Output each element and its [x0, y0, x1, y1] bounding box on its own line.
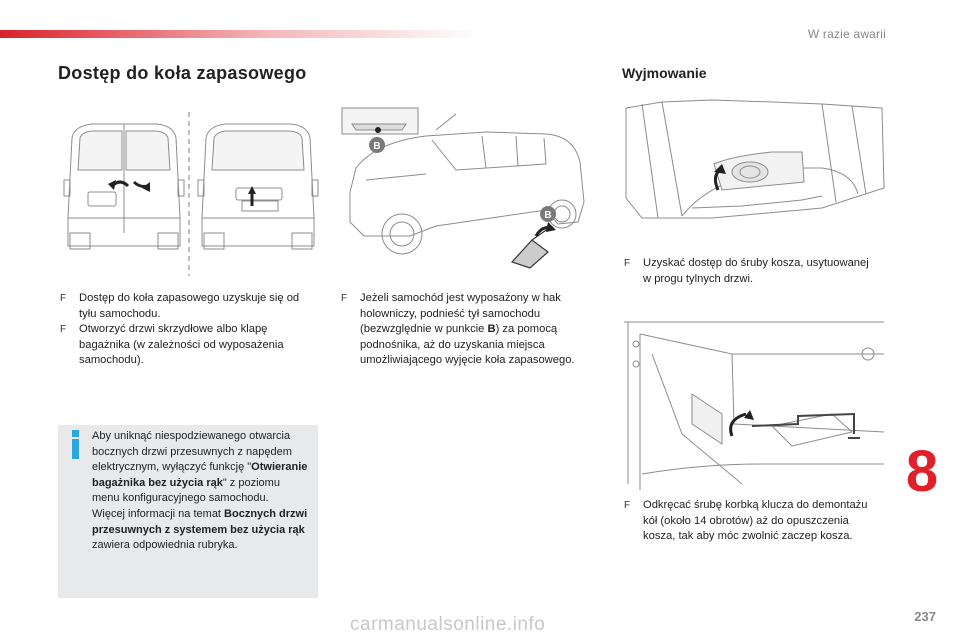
info-box: Aby uniknąć niespodziewanego otwarcia bo… [58, 425, 318, 598]
floor-screw-illustration [625, 99, 885, 219]
watermark: carmanualsonline.info [350, 614, 546, 635]
info-text: Aby uniknąć niespodziewanego otwarcia bo… [92, 430, 308, 552]
page-title: Dostęp do koła zapasowego [58, 63, 307, 83]
bullet-marker: F [624, 500, 631, 511]
callout-b-top: B [373, 141, 380, 152]
subsection-title: Wyjmowanie [622, 65, 707, 81]
bullet-marker: F [60, 293, 67, 304]
bullet-marker: F [341, 293, 348, 304]
chapter-number: 8 [905, 439, 939, 504]
van-jack-illustration: B B [341, 107, 585, 269]
page-number: 237 [914, 609, 936, 624]
section-title: W razie awarii [807, 27, 886, 41]
info-icon [71, 430, 79, 459]
callout-b-jack: B [544, 210, 551, 221]
crank-key-illustration [624, 321, 885, 490]
rear-doors-illustration [63, 112, 319, 276]
bullet-marker: F [60, 324, 67, 336]
header-accent-bar [0, 30, 480, 38]
bullet-marker: F [624, 258, 631, 269]
